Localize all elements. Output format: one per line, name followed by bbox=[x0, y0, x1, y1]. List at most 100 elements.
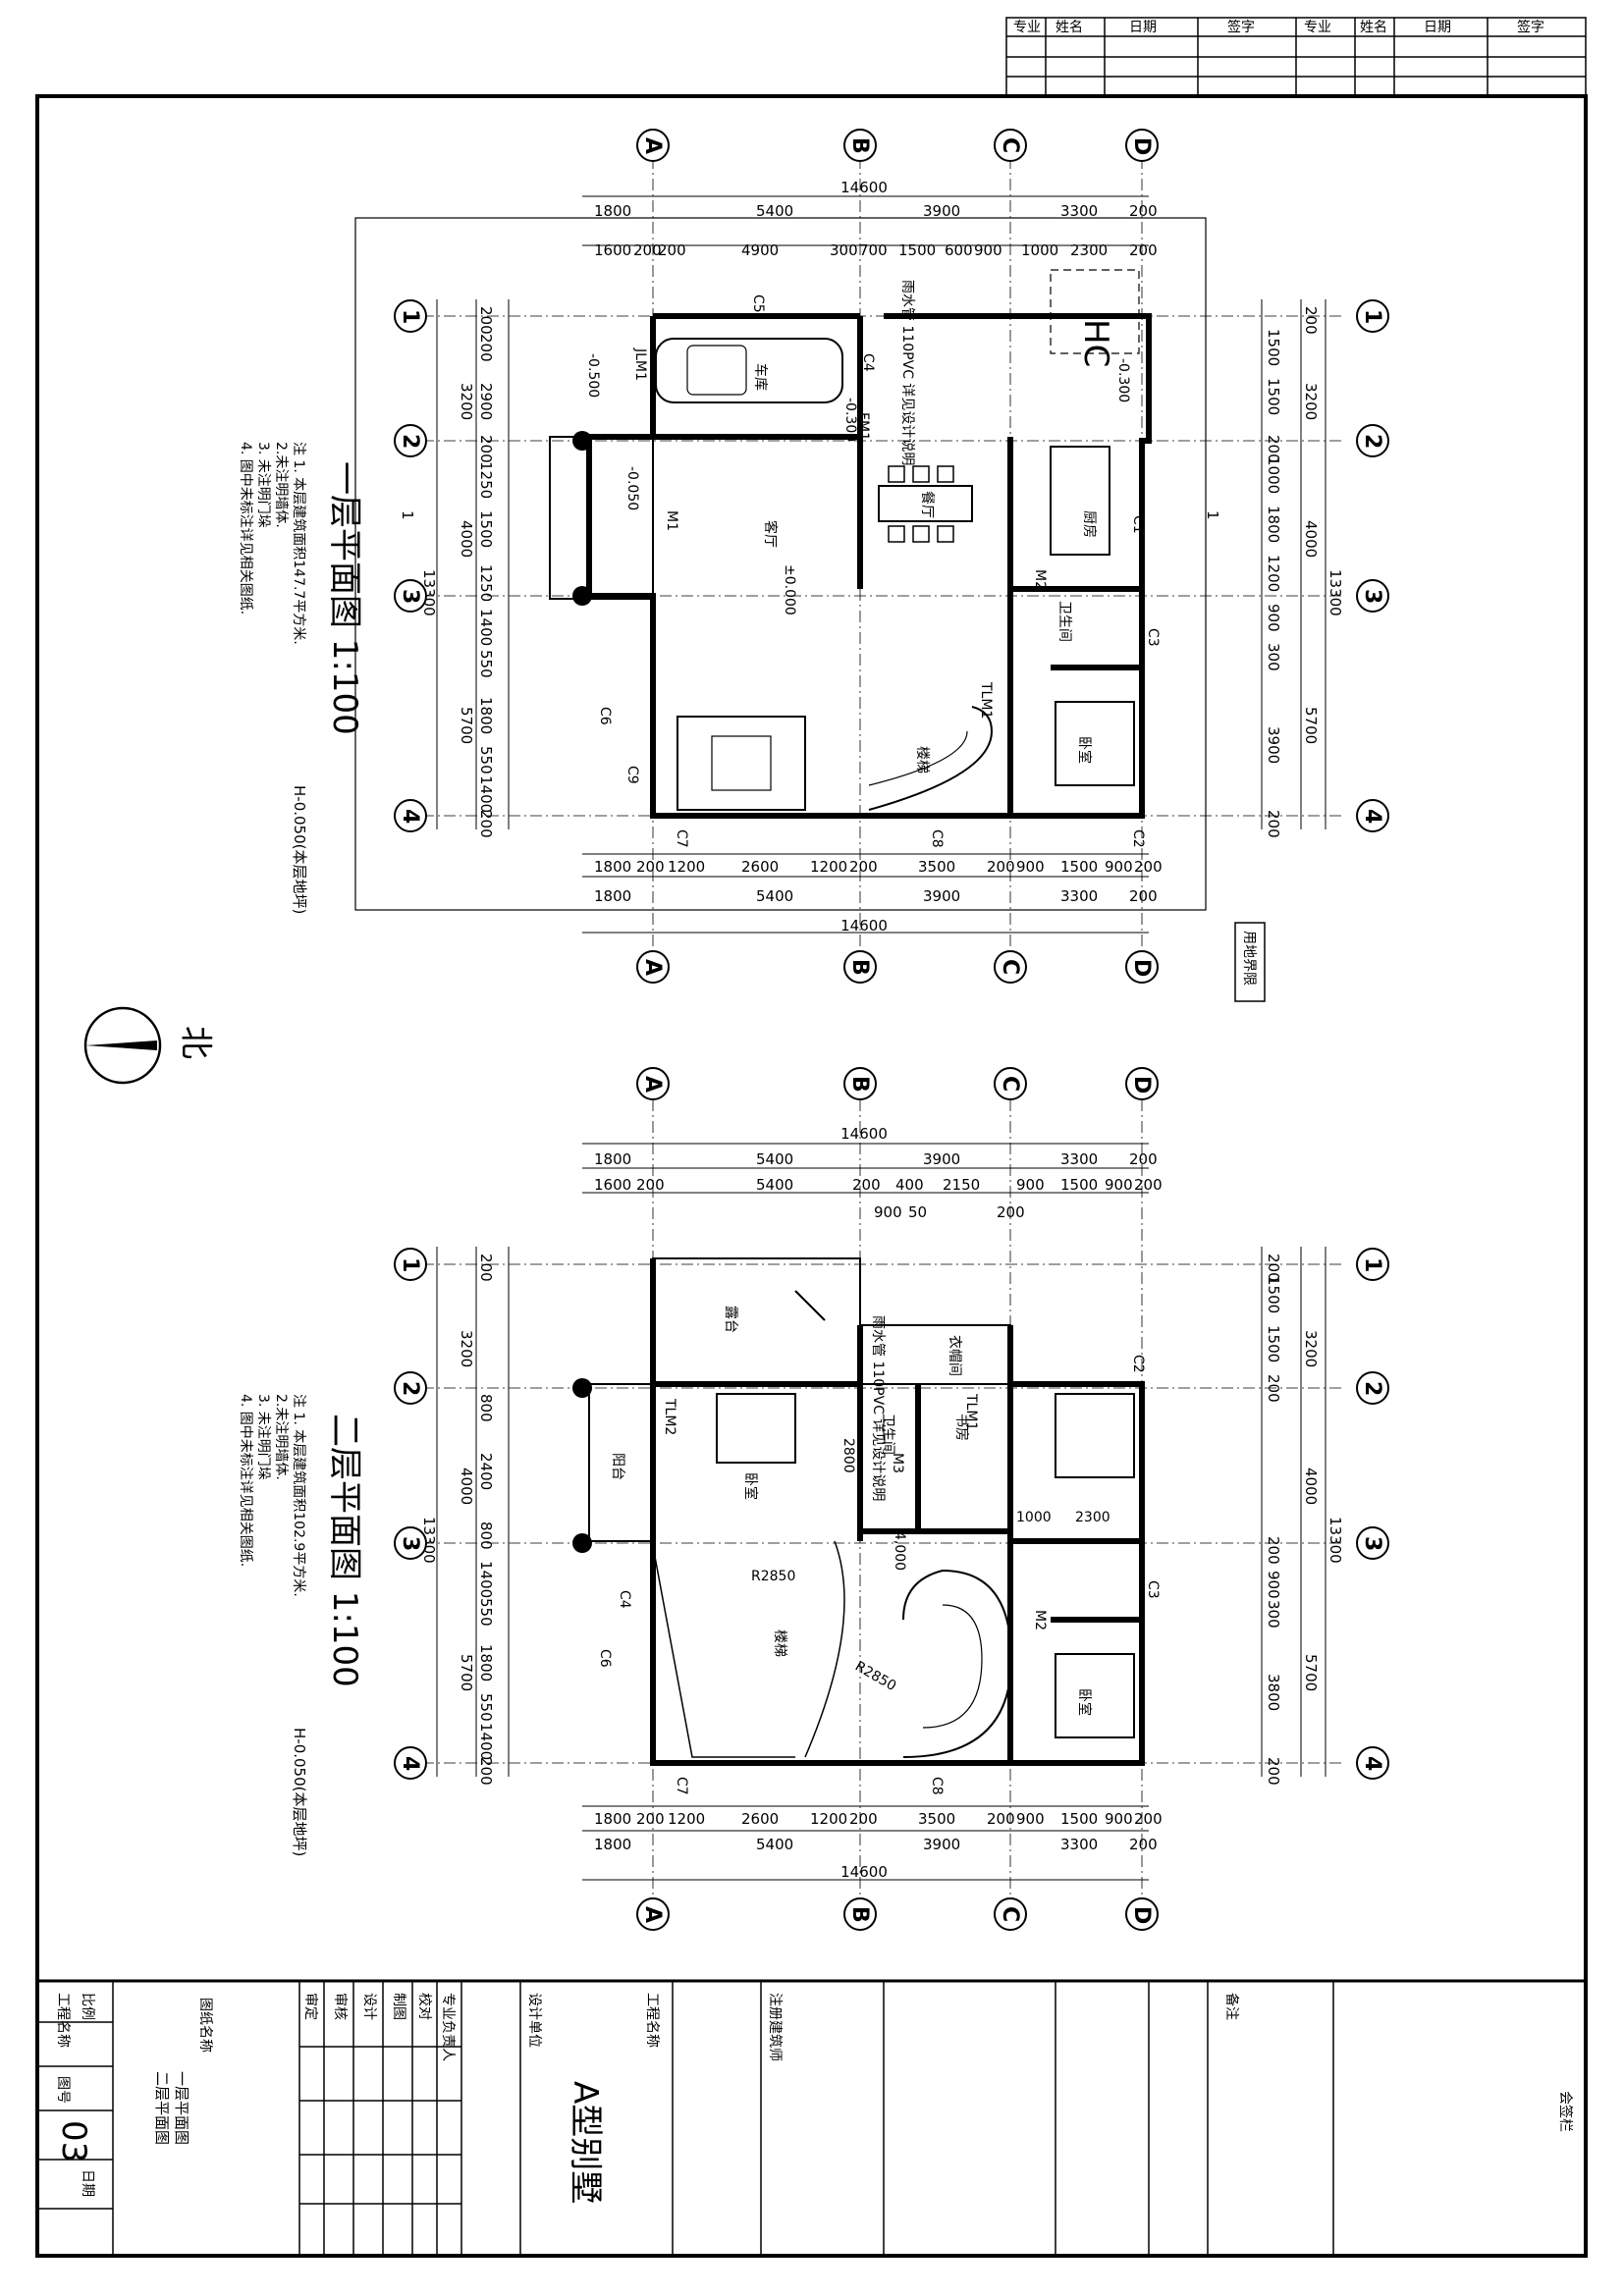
tag-label: C6 bbox=[597, 707, 613, 725]
title-label: 工程名称 bbox=[55, 1993, 71, 2048]
axis-d-label: D bbox=[1129, 959, 1154, 977]
bed-third bbox=[1055, 1653, 1135, 1738]
dim-text: 1200 bbox=[810, 1810, 847, 1828]
level-mark: ±0.000 bbox=[782, 564, 797, 615]
axis-2-label: 2 bbox=[398, 1381, 422, 1396]
title-label: 比例 bbox=[80, 1993, 95, 2020]
note-line: 4. 图中未标注详见相关图纸. bbox=[238, 1394, 253, 1567]
dim-text: 3300 bbox=[1060, 887, 1098, 905]
dim-text: 700 bbox=[859, 241, 888, 259]
dim-text: 300 bbox=[1265, 643, 1282, 671]
dim-text: 13300 bbox=[1326, 1517, 1344, 1564]
dim-text: 1250 bbox=[477, 461, 495, 499]
dim-text: 5700 bbox=[458, 707, 475, 744]
first-total-width-bottom: 14600 bbox=[840, 917, 888, 934]
tag-label: C3 bbox=[1145, 628, 1161, 647]
site-boundary-label: 用地界限 bbox=[1234, 922, 1266, 1002]
dim-text: 200 bbox=[849, 1810, 878, 1828]
tag-label: C4 bbox=[617, 1590, 632, 1609]
dim-text: 50 bbox=[908, 1203, 927, 1221]
dim-text: 3800 bbox=[1265, 1674, 1282, 1711]
dim-text: 900 bbox=[874, 1203, 902, 1221]
first-floor-dims-left: 3200 4000 5700 13300 200 200 2900 200 12… bbox=[420, 306, 495, 838]
dim-text: 1500 bbox=[1265, 329, 1282, 366]
drawing-title: 二层平面图 bbox=[153, 2071, 171, 2145]
first-floor-dims-right: 200 1500 1500 200 1000 1800 1200 900 300… bbox=[1265, 306, 1344, 838]
section-mark: 1 bbox=[1204, 510, 1221, 520]
second-floor-dims: 14600 1800 5400 3900 3300 200 1600 200 5… bbox=[420, 1125, 1344, 1881]
dim-text: 200 bbox=[477, 435, 495, 463]
dim-text: 3500 bbox=[918, 1810, 955, 1828]
level-mark: -0.050 bbox=[624, 466, 640, 510]
room-label: 楼梯 bbox=[772, 1629, 787, 1657]
dim-text: 200 bbox=[636, 858, 665, 876]
dim-text: 200 bbox=[1265, 810, 1282, 838]
dim-text: 400 bbox=[895, 1176, 924, 1194]
dim-text: 1500 bbox=[477, 510, 495, 548]
axis-4-label: 4 bbox=[1360, 809, 1384, 824]
kitchen-counter bbox=[1050, 446, 1110, 556]
dim-text: 200 bbox=[477, 1757, 495, 1786]
dim-text: 1400 bbox=[477, 1561, 495, 1598]
axis-b-label: B bbox=[847, 137, 872, 154]
note-ground: H-0.050(本层地坪) bbox=[291, 785, 308, 914]
dim-text: 5400 bbox=[756, 202, 793, 220]
tag-label: M2 bbox=[1032, 1610, 1048, 1630]
tag-label: C3 bbox=[1145, 1580, 1161, 1599]
second-stair-spiral bbox=[902, 1569, 1013, 1758]
tag-label: C4 bbox=[860, 353, 876, 372]
tag-label: C7 bbox=[674, 1777, 689, 1795]
dim-text: 3900 bbox=[923, 1836, 960, 1853]
bed-master bbox=[716, 1393, 796, 1464]
dim-text: 2600 bbox=[741, 858, 779, 876]
dim-text: 200 bbox=[1129, 1836, 1158, 1853]
dim-text: 300 bbox=[1265, 1600, 1282, 1629]
dim-text: 4000 bbox=[1302, 1468, 1320, 1505]
tag-label: C2 bbox=[1130, 829, 1146, 848]
dim-text: 200 bbox=[633, 241, 662, 259]
dim-text: 200 bbox=[1265, 435, 1282, 463]
dim-text: 4900 bbox=[741, 241, 779, 259]
room-label: 卧室 bbox=[1076, 736, 1093, 764]
axis-1-label: 1 bbox=[398, 1257, 422, 1272]
dim-text: 1200 bbox=[668, 858, 705, 876]
bed-first-floor bbox=[1055, 701, 1135, 786]
room-label: 客厅 bbox=[762, 520, 779, 548]
title-label: 会签栏 bbox=[1557, 2091, 1574, 2132]
project-name: A型别墅 bbox=[566, 2081, 605, 2204]
drawing-title: 一层平面图 bbox=[173, 2071, 190, 2145]
dim-text: 200 bbox=[477, 810, 495, 838]
dim-text: 3900 bbox=[923, 1150, 960, 1168]
dim-text: 200 bbox=[636, 1176, 665, 1194]
dim-text: 1000 bbox=[1265, 456, 1282, 494]
title-label: 设计 bbox=[361, 1993, 377, 2020]
room-label: 书房 bbox=[953, 1414, 969, 1441]
room-label: 厨房 bbox=[1081, 510, 1097, 538]
dim-text: 1800 bbox=[1265, 506, 1282, 543]
second-floor-plan bbox=[422, 1099, 1345, 1899]
room-label: 餐厅 bbox=[919, 491, 935, 518]
tag-label: M1 bbox=[664, 510, 679, 531]
axis-d-label: D bbox=[1129, 137, 1154, 155]
dim-text: 200 bbox=[997, 1203, 1025, 1221]
axis-c-label: C bbox=[998, 1076, 1022, 1092]
title-block bbox=[35, 1979, 1588, 2258]
dim-text: 3900 bbox=[1265, 726, 1282, 764]
dim-text: 200 bbox=[1302, 306, 1320, 335]
dim-text: 200 bbox=[1265, 1757, 1282, 1786]
dim-text: 2900 bbox=[477, 383, 495, 420]
tag-label: C6 bbox=[597, 1649, 613, 1668]
dim-text: 5400 bbox=[756, 1176, 793, 1194]
tag-label: C8 bbox=[929, 829, 945, 848]
room-label: 卫生间 bbox=[1056, 601, 1072, 642]
note-line: 4. 图中未标注详见相关图纸. bbox=[238, 442, 253, 614]
radius-label: R2850 bbox=[852, 1659, 898, 1695]
dim-text: 5400 bbox=[756, 1836, 793, 1853]
dim-text: 200 bbox=[658, 241, 686, 259]
room-label: 衣帽间 bbox=[947, 1335, 962, 1376]
dim-text: 200 bbox=[1134, 1810, 1163, 1828]
dim-text: 900 bbox=[1016, 858, 1045, 876]
dim-text: 1800 bbox=[594, 1836, 631, 1853]
dim-text: 5700 bbox=[458, 1654, 475, 1691]
dim-text: 800 bbox=[477, 1522, 495, 1550]
